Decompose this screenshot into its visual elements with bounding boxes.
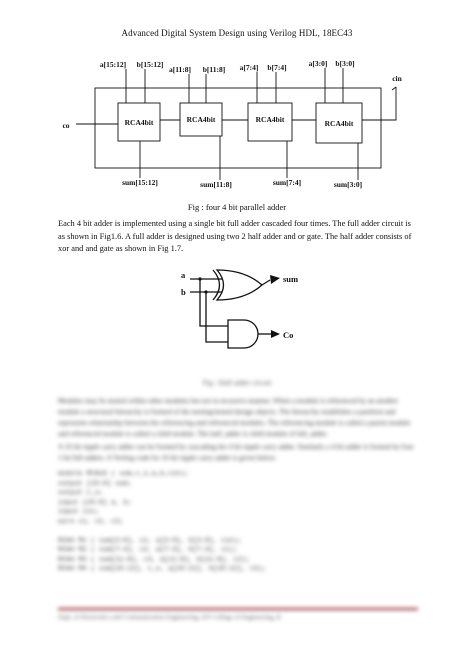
- paragraph-hierarchy: Modules may be nested within other modul…: [58, 397, 411, 438]
- label-sum-3-0: sum[3:0]: [334, 180, 362, 189]
- code-line: output [15:0] sum;: [58, 479, 132, 488]
- label-in-b: b: [181, 287, 186, 297]
- block-label-4: RCA4bit: [325, 119, 354, 128]
- label-b-15-12: b[15:12]: [137, 60, 164, 69]
- label-sum-7-4: sum[7:4]: [273, 178, 301, 187]
- code-line: RCA4 M2 ( sum[7:4], c2, a[7:4], b[7:4], …: [58, 546, 238, 554]
- label-b-7-4: b[7:4]: [267, 63, 286, 72]
- footer-divider: [58, 608, 418, 610]
- block-label-1: RCA4bit: [125, 118, 154, 127]
- label-a-7-4: a[7:4]: [240, 63, 259, 72]
- label-sum-15-12: sum[15:12]: [122, 178, 158, 187]
- rca-block-4: [315, 102, 363, 144]
- rca-block-3: [247, 102, 293, 142]
- code-line: RCA4 M3 ( sum[11:8], c3, a[11:8], b[11:8…: [58, 555, 250, 564]
- page-footer: Dept. of Electronics and Communication E…: [58, 614, 281, 621]
- label-out-co: Co: [283, 330, 293, 340]
- co-arrow-icon: [271, 330, 280, 338]
- label-sum-11-8: sum[11:8]: [200, 180, 232, 189]
- code-line: RCA4 M1 ( sum[3:0], c1, a[3:0], b[3:0], …: [58, 536, 242, 545]
- label-a-3-0: a[3:0]: [309, 59, 328, 68]
- block-label-2: RCA4bit: [187, 115, 216, 124]
- code-line: module RCA16 ( sum,c_o,a,b,cin);: [58, 470, 189, 478]
- label-cin: cin: [392, 74, 402, 83]
- rca-block-2: [179, 102, 223, 137]
- block-label-3: RCA4bit: [256, 115, 285, 124]
- code-line: output c_o;: [58, 489, 103, 497]
- half-adder-diagram: a b sum Co: [181, 269, 298, 349]
- code-line: input cin;: [58, 508, 99, 516]
- xor-back-curve: [212, 269, 221, 301]
- sum-arrow-icon: [270, 275, 280, 284]
- rca-block-1: [117, 102, 161, 142]
- label-a-15-12: a[15:12]: [100, 60, 126, 69]
- parallel-adder-diagram: a[15:12] b[15:12] a[11:8] b[11:8] a[7:4]…: [62, 59, 402, 189]
- xor-gate: [215, 269, 263, 301]
- label-a-11-8: a[11:8]: [169, 65, 191, 74]
- verilog-code: module RCA16 ( sum,c_o,a,b,cin); output …: [58, 470, 358, 575]
- label-b-11-8: b[11:8]: [203, 65, 226, 74]
- label-out-sum: sum: [283, 274, 298, 284]
- label-in-a: a: [181, 270, 186, 280]
- label-b-3-0: b[3:0]: [335, 59, 354, 68]
- code-line: input [15:0] a, b;: [58, 498, 132, 507]
- paragraph-ripple: A 16 bit ripple carry adder can be forme…: [58, 443, 414, 462]
- figure2-caption: Fig : Half adder circuit: [202, 378, 272, 387]
- and-gate: [227, 319, 259, 349]
- page-header: Advanced Digital System Design using Ver…: [121, 28, 353, 38]
- code-line: [58, 527, 358, 537]
- code-line: RCA4 M4 ( sum[15:12], c_o, a[15:12], b[1…: [58, 565, 267, 573]
- label-co: co: [62, 121, 69, 130]
- figure1-caption: Fig : four 4 bit parallel adder: [187, 202, 287, 212]
- adder-frame: [94, 87, 382, 169]
- code-line: wire c1, c2, c3;: [58, 517, 124, 526]
- paragraph-full-adder: Each 4 bit adder is implemented using a …: [58, 219, 412, 253]
